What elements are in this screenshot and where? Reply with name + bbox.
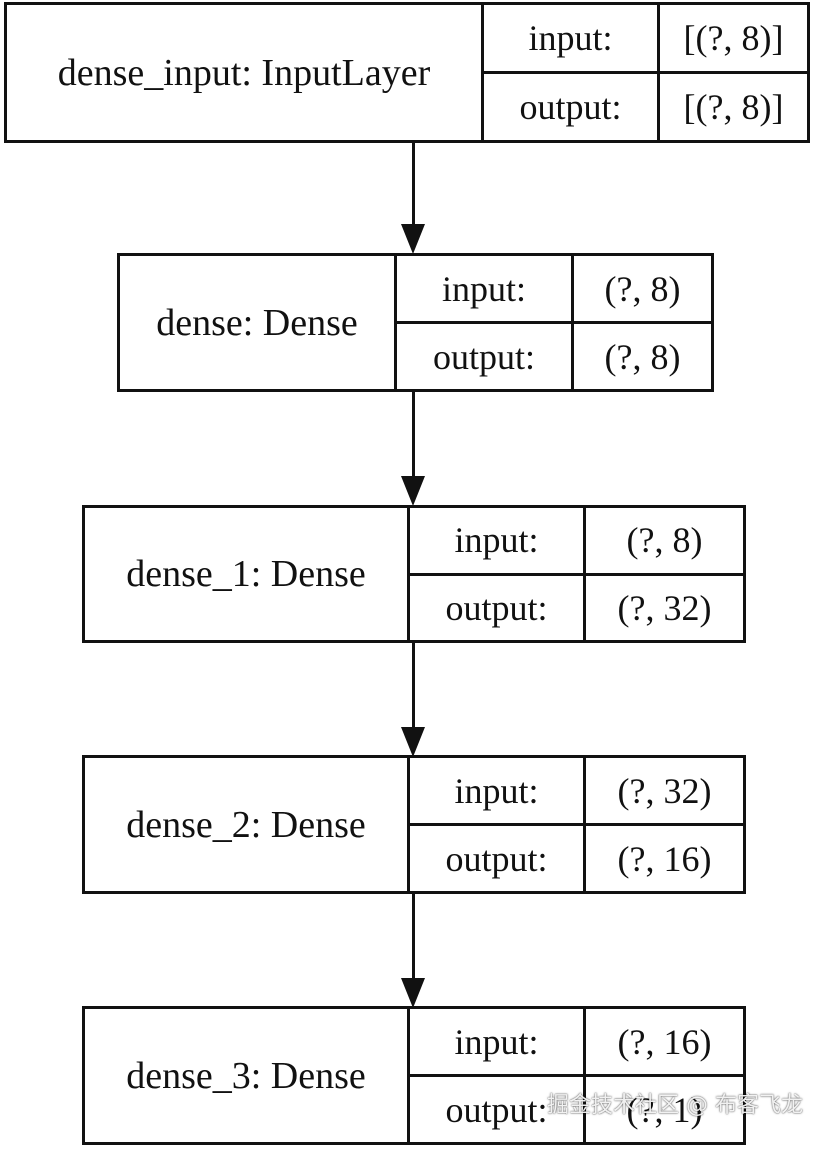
arrow-head xyxy=(401,978,425,1008)
layer-name: dense_3: Dense xyxy=(85,1009,410,1142)
io-table: input: [(?, 8)] output: [(?, 8)] xyxy=(484,5,807,140)
output-row: output: (?, 1) xyxy=(410,1074,743,1142)
output-label: output: xyxy=(410,575,586,640)
layer-node-dense-3: dense_3: Dense input: (?, 16) output: (?… xyxy=(82,1006,746,1145)
input-label: input: xyxy=(397,256,574,321)
input-label: input: xyxy=(410,508,586,573)
output-label: output: xyxy=(410,1077,586,1142)
io-table: input: (?, 32) output: (?, 16) xyxy=(410,758,743,891)
io-table: input: (?, 16) output: (?, 1) xyxy=(410,1009,743,1142)
arrow-head xyxy=(401,476,425,506)
input-label: input: xyxy=(484,5,660,71)
output-shape: (?, 8) xyxy=(604,336,681,377)
output-row: output: [(?, 8)] xyxy=(484,71,807,140)
output-row: output: (?, 32) xyxy=(410,572,743,640)
arrow-head xyxy=(401,727,425,757)
input-shape: (?, 8) xyxy=(626,520,703,561)
output-shape: (?, 16) xyxy=(617,838,712,879)
layer-node-dense-2: dense_2: Dense input: (?, 32) output: (?… xyxy=(82,755,746,894)
input-row: input: (?, 16) xyxy=(410,1009,743,1074)
watermark-text: 掘金技术社区 @ 布客飞龙 xyxy=(547,1093,803,1118)
output-row: output: (?, 8) xyxy=(397,321,711,389)
layer-name: dense_1: Dense xyxy=(85,508,410,640)
io-table: input: (?, 8) output: (?, 8) xyxy=(397,256,711,389)
output-shape: (?, 32) xyxy=(617,587,712,628)
output-shape: (?, 1) xyxy=(626,1089,703,1130)
output-row: output: (?, 16) xyxy=(410,823,743,891)
input-row: input: (?, 32) xyxy=(410,758,743,823)
input-shape: (?, 8) xyxy=(604,268,681,309)
input-label: input: xyxy=(410,1009,586,1074)
input-shape: (?, 32) xyxy=(617,770,712,811)
output-label: output: xyxy=(397,324,574,389)
input-shape: [(?, 8)] xyxy=(683,18,784,58)
io-table: input: (?, 8) output: (?, 32) xyxy=(410,508,743,640)
layer-node-dense-1: dense_1: Dense input: (?, 8) output: (?,… xyxy=(82,505,746,643)
layer-node-dense: dense: Dense input: (?, 8) output: (?, 8… xyxy=(117,253,714,392)
output-label: output: xyxy=(484,74,660,140)
output-label: output: xyxy=(410,826,586,891)
input-row: input: (?, 8) xyxy=(397,256,711,321)
arrow-head xyxy=(401,224,425,254)
arrow-shaft xyxy=(412,894,415,980)
output-shape: [(?, 8)] xyxy=(683,87,784,127)
layer-name: dense: Dense xyxy=(120,256,397,389)
arrow-shaft xyxy=(412,392,415,478)
input-row: input: (?, 8) xyxy=(410,508,743,573)
input-shape: (?, 16) xyxy=(617,1021,712,1062)
input-row: input: [(?, 8)] xyxy=(484,5,807,71)
layer-name: dense_input: InputLayer xyxy=(7,5,484,140)
layer-node-dense-input: dense_input: InputLayer input: [(?, 8)] … xyxy=(4,2,810,143)
arrow-shaft xyxy=(412,143,415,227)
arrow-shaft xyxy=(412,643,415,729)
input-label: input: xyxy=(410,758,586,823)
layer-name: dense_2: Dense xyxy=(85,758,410,891)
